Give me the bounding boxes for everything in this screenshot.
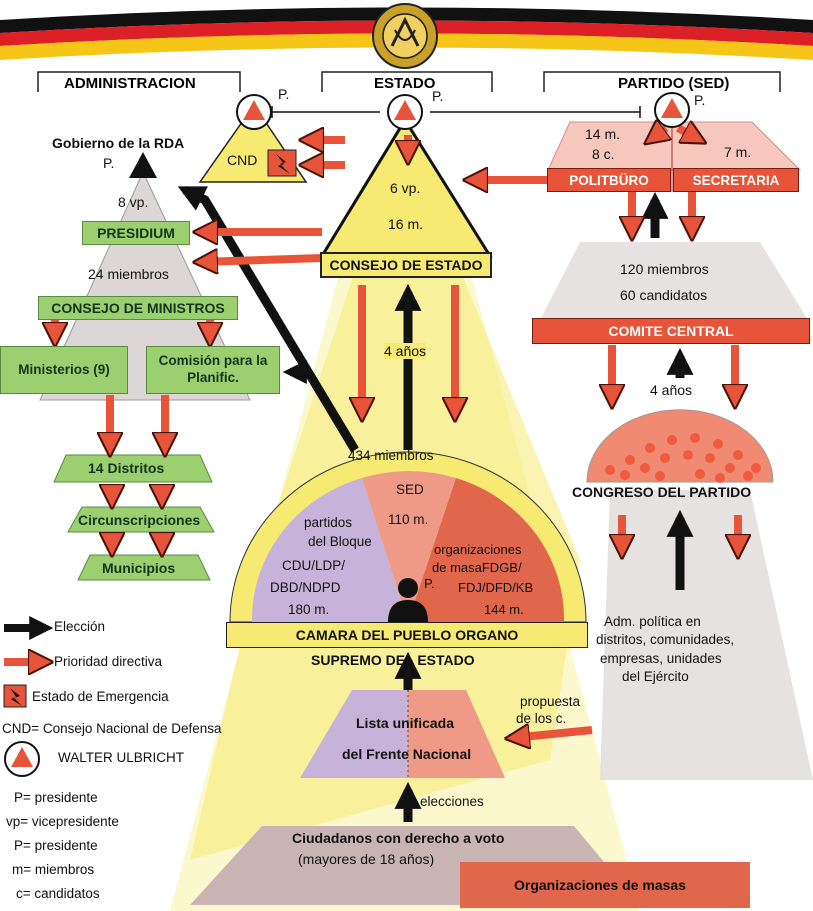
presidium-box: PRESIDIUM [82, 221, 190, 245]
politburo-box: POLITBÜRO [547, 168, 671, 192]
partido-p: P. [694, 92, 706, 108]
administration-wedge [600, 490, 813, 780]
propuesta-line-2: de los c. [516, 711, 567, 726]
header-partido: PARTIDO (SED) [618, 75, 730, 92]
bloque-line-4: DBD/NDPD [270, 580, 341, 595]
estado-anos: 4 años [384, 343, 427, 359]
legend-vp: vp= vicepresidente [6, 814, 119, 829]
lightning-icon [276, 154, 290, 174]
legend-cnd: CND= Consejo Nacional de Defensa [2, 721, 222, 736]
estado-m: 16 m. [388, 216, 424, 232]
gobierno-p: P. [103, 155, 115, 171]
masas-line-1: organizaciones [434, 542, 522, 557]
distritos-label: 14 Distritos [88, 460, 165, 476]
gdr-emblem-icon [372, 3, 438, 69]
bloque-line-2: del Bloque [308, 534, 372, 549]
camara-box: CAMARA DEL PUEBLO ORGANO [226, 622, 588, 648]
estado-p: P. [432, 88, 444, 104]
comite-candidates: 60 candidatos [620, 287, 708, 303]
header-administracion: ADMINISTRACION [64, 75, 196, 92]
masas-line-2: de masaFDGB/ [432, 560, 522, 575]
secretaria-box: SECRETARIA [673, 168, 799, 192]
sed-line-2: 110 m. [388, 512, 429, 527]
priority-arrows [55, 128, 738, 738]
cnd-label: CND [227, 152, 258, 168]
adm-line-4: del Ejército [622, 669, 689, 684]
consejo-ministros-box: CONSEJO DE MINISTROS [38, 296, 238, 320]
politburo-members: 14 m. [585, 126, 621, 142]
partido-anos: 4 años [650, 382, 693, 398]
comite-central-box: COMITE CENTRAL [532, 318, 810, 344]
legend-emergencia: Estado de Emergencia [32, 689, 169, 704]
lista-line-1: Lista unificada [356, 715, 455, 731]
masas-line-4: 144 m. [484, 602, 524, 617]
adm-line-1: Adm. política en [604, 614, 701, 629]
circunscripciones-label: Circunscripciones [78, 512, 201, 528]
bloque-line-3: CDU/LDP/ [282, 558, 346, 573]
bloque-line-1: partidos [304, 515, 353, 530]
ciudadanos-line-2: (mayores de 18 años) [298, 851, 435, 867]
comite-members: 120 miembros [620, 261, 709, 277]
congreso-label: CONGRESO DEL PARTIDO [572, 484, 752, 500]
consejo-ministros-members: 24 miembros [88, 266, 169, 282]
header-brackets [37, 71, 781, 92]
comision-box: Comisión para la Planific. [146, 346, 280, 394]
president-person-icon [388, 578, 428, 622]
legend-eleccion: Elección [54, 619, 106, 634]
bloque-line-5: 180 m. [288, 602, 330, 617]
camara-p: P. [424, 576, 435, 591]
secretaria-members: 7 m. [724, 144, 752, 160]
propuesta-line-1: propuesta [520, 694, 581, 709]
consejo-estado-box: CONSEJO DE ESTADO [320, 252, 492, 278]
legend-prioridad: Prioridad directiva [54, 654, 163, 669]
ulbricht-symbols [236, 92, 690, 130]
legend-p1: P= presidente [14, 790, 98, 805]
politburo-candidates: 8 c. [592, 146, 615, 162]
estado-vp: 6 vp. [390, 180, 421, 196]
congreso-dome [586, 409, 774, 483]
legend-icons [3, 616, 46, 777]
sed-line-1: SED [396, 482, 424, 497]
lista-line-2: del Frente Nacional [342, 746, 472, 762]
adm-line-3: empresas, unidades [600, 651, 722, 666]
comite-central-block [540, 242, 808, 320]
municipios-label: Municipios [102, 560, 176, 576]
header-estado: ESTADO [374, 75, 436, 92]
connector-lines [271, 106, 641, 118]
organizaciones-masas-box [460, 862, 750, 908]
gobierno-vp: 8 vp. [118, 194, 149, 210]
lista-unificada-block [300, 690, 505, 778]
masas-line-3: FDJ/DFD/KB [458, 580, 534, 595]
cnd-p: P. [278, 86, 290, 102]
legend-m: m= miembros [12, 862, 95, 877]
ministerios-box: Ministerios (9) [0, 346, 128, 394]
legend-walter: WALTER ULBRICHT [58, 750, 185, 765]
ciudadanos-line-1: Ciudadanos con derecho a voto [292, 830, 505, 846]
camara-subtitle: SUPREMO DEL ESTADO [311, 652, 475, 668]
gobierno-label: Gobierno de la RDA [52, 135, 185, 151]
adm-line-2: distritos, comunidades, [596, 632, 735, 647]
legend-c: c= candidatos [16, 886, 100, 901]
elecciones-label: elecciones [420, 794, 484, 809]
legend-p2: P= presidente [14, 838, 98, 853]
camara-members: 434 miembros [348, 448, 434, 463]
organizaciones-masas-label: Organizaciones de masas [514, 877, 686, 893]
